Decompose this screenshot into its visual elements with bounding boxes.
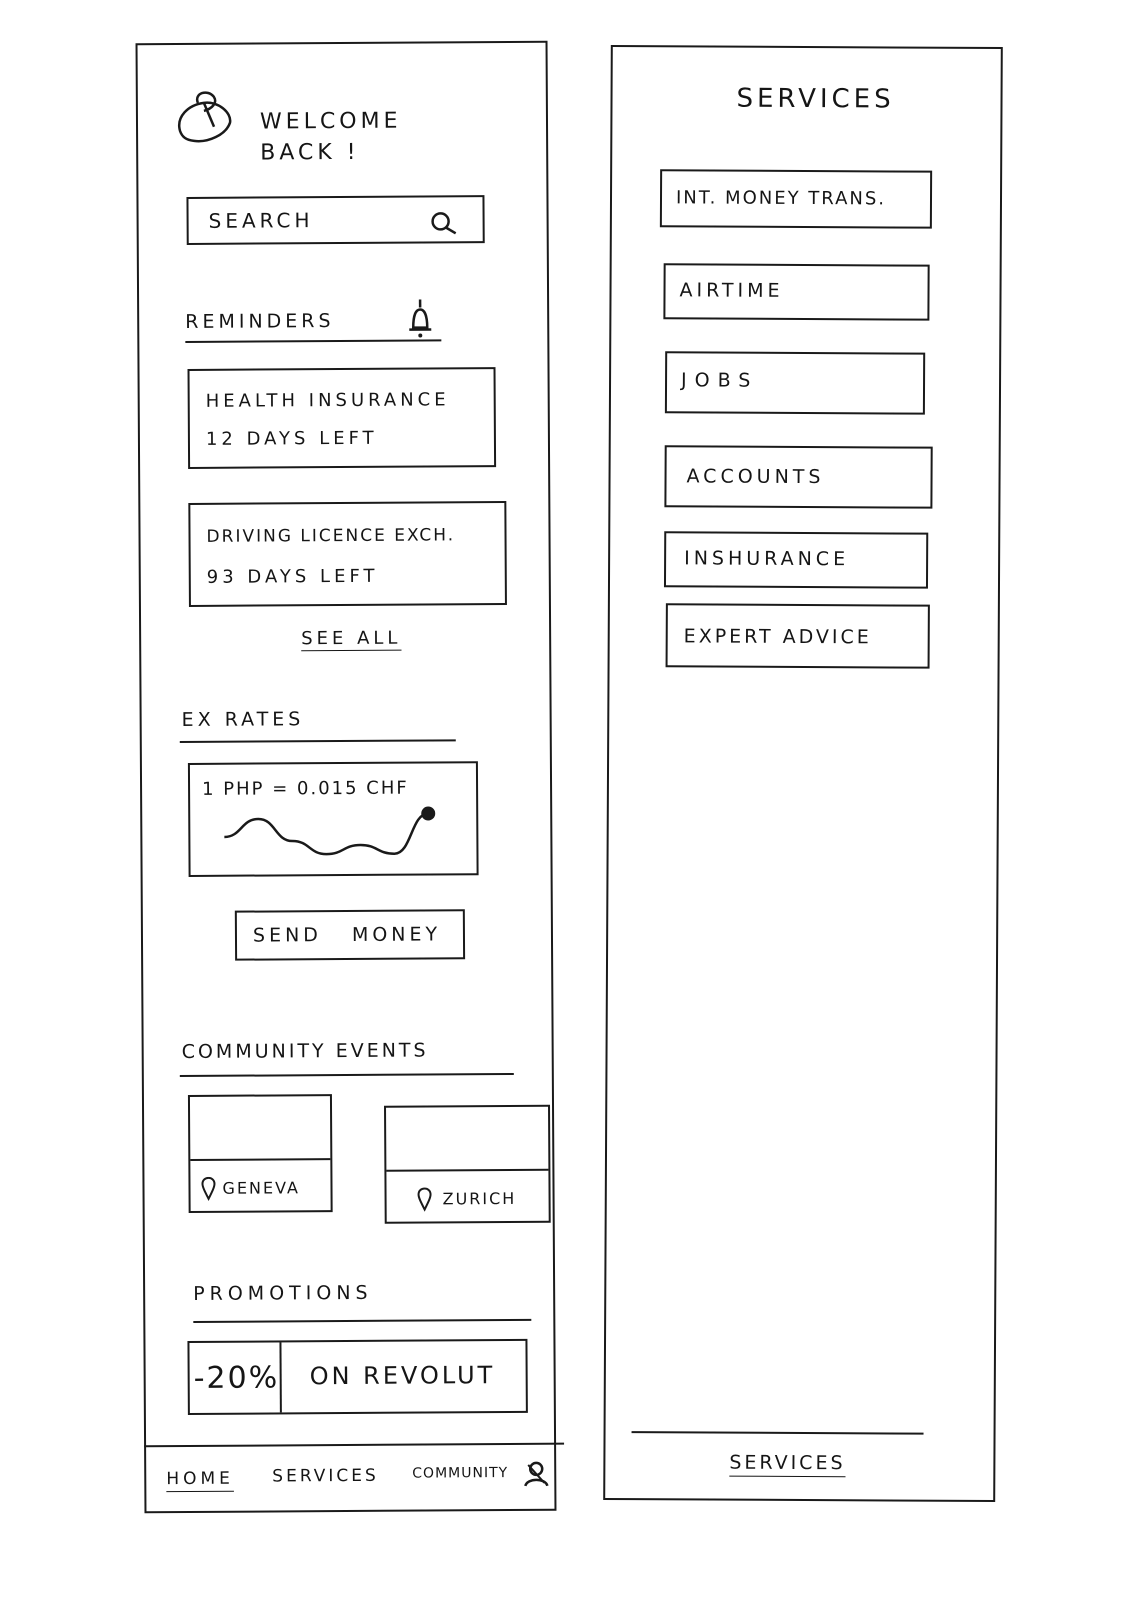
search-icon[interactable]	[429, 209, 463, 239]
profile-icon[interactable]	[522, 1459, 550, 1493]
service-item[interactable]: AIRTIME	[663, 263, 930, 321]
reminder-card[interactable]: DRIVING LICENCE EXCH. 93 DAYS LEFT	[188, 501, 507, 607]
service-label: JOBS	[680, 369, 759, 392]
ex-rates-underline	[179, 739, 456, 744]
services-title: SERVICES	[736, 83, 895, 115]
service-label: AIRTIME	[679, 279, 784, 302]
community-events-title: COMMUNITY EVENTS	[181, 1039, 429, 1064]
services-screen: SERVICES INT. MONEY TRANS. AIRTIME JOBS …	[603, 44, 1003, 1503]
event-location: GENEVA	[222, 1178, 301, 1198]
service-label: INT. MONEY TRANS.	[675, 187, 887, 210]
promotion-text: ON REVOLUT	[309, 1361, 496, 1391]
search-bar[interactable]: SEARCH	[186, 195, 485, 245]
bottom-nav-divider	[631, 1431, 924, 1435]
exchange-rate-chart	[224, 806, 436, 856]
reminders-underline	[185, 339, 442, 343]
welcome-heading: WELCOME BACK !	[260, 106, 402, 169]
bottom-nav: HOME SERVICES COMMUNITY	[146, 1445, 554, 1511]
nav-services[interactable]: SERVICES	[272, 1465, 379, 1487]
trend-current-point	[421, 806, 436, 821]
service-label: ACCOUNTS	[686, 465, 825, 489]
home-screen: WELCOME BACK ! SEARCH REMINDERS HEALTH I…	[135, 40, 565, 1514]
reminder-title: DRIVING LICENCE EXCH.	[206, 525, 456, 547]
community-events-underline	[179, 1072, 514, 1078]
reminder-subtitle: 12 DAYS LEFT	[205, 427, 378, 450]
service-item[interactable]: EXPERT ADVICE	[665, 603, 930, 669]
exchange-rate-text: 1 PHP = 0.015 CHF	[202, 777, 409, 800]
nav-community[interactable]: COMMUNITY	[412, 1465, 509, 1482]
app-logo-icon	[174, 87, 238, 151]
event-card[interactable]: ZURICH	[384, 1104, 551, 1224]
trend-line	[224, 812, 429, 856]
location-pin-icon	[200, 1176, 216, 1205]
welcome-line-2: BACK !	[260, 139, 360, 166]
promotion-card[interactable]: -20% ON REVOLUT	[187, 1338, 528, 1415]
send-money-label: SEND MONEY	[252, 923, 442, 947]
welcome-line-1: WELCOME	[259, 108, 402, 135]
bell-icon[interactable]	[405, 297, 435, 343]
nav-home[interactable]: HOME	[166, 1468, 234, 1490]
service-label: INSHURANCE	[684, 547, 850, 571]
exchange-rate-card[interactable]: 1 PHP = 0.015 CHF	[187, 761, 479, 877]
reminder-card[interactable]: HEALTH INSURANCE 12 DAYS LEFT	[187, 367, 497, 469]
event-location: ZURICH	[442, 1188, 517, 1209]
service-item[interactable]: ACCOUNTS	[664, 445, 933, 509]
reminders-title: REMINDERS	[185, 310, 335, 333]
event-divider	[190, 1158, 331, 1161]
ex-rates-title: EX RATES	[181, 708, 305, 732]
promotion-divider	[279, 1342, 282, 1413]
event-divider	[386, 1168, 549, 1172]
reminder-subtitle: 93 DAYS LEFT	[206, 565, 379, 588]
service-item[interactable]: JOBS	[664, 351, 926, 415]
search-input[interactable]: SEARCH	[208, 208, 314, 233]
promotions-title: PROMOTIONS	[193, 1281, 373, 1305]
location-pin-icon	[417, 1187, 433, 1215]
nav-services[interactable]: SERVICES	[729, 1451, 846, 1475]
service-item[interactable]: INT. MONEY TRANS.	[659, 169, 933, 229]
service-label: EXPERT ADVICE	[683, 625, 872, 649]
send-money-button[interactable]: SEND MONEY	[234, 909, 466, 961]
promotion-discount: -20%	[193, 1360, 280, 1396]
promotions-underline	[193, 1318, 532, 1323]
event-card[interactable]: GENEVA	[187, 1094, 333, 1213]
reminder-title: HEALTH INSURANCE	[205, 389, 450, 412]
see-all-link[interactable]: SEE ALL	[301, 627, 402, 650]
service-item[interactable]: INSHURANCE	[663, 531, 929, 589]
